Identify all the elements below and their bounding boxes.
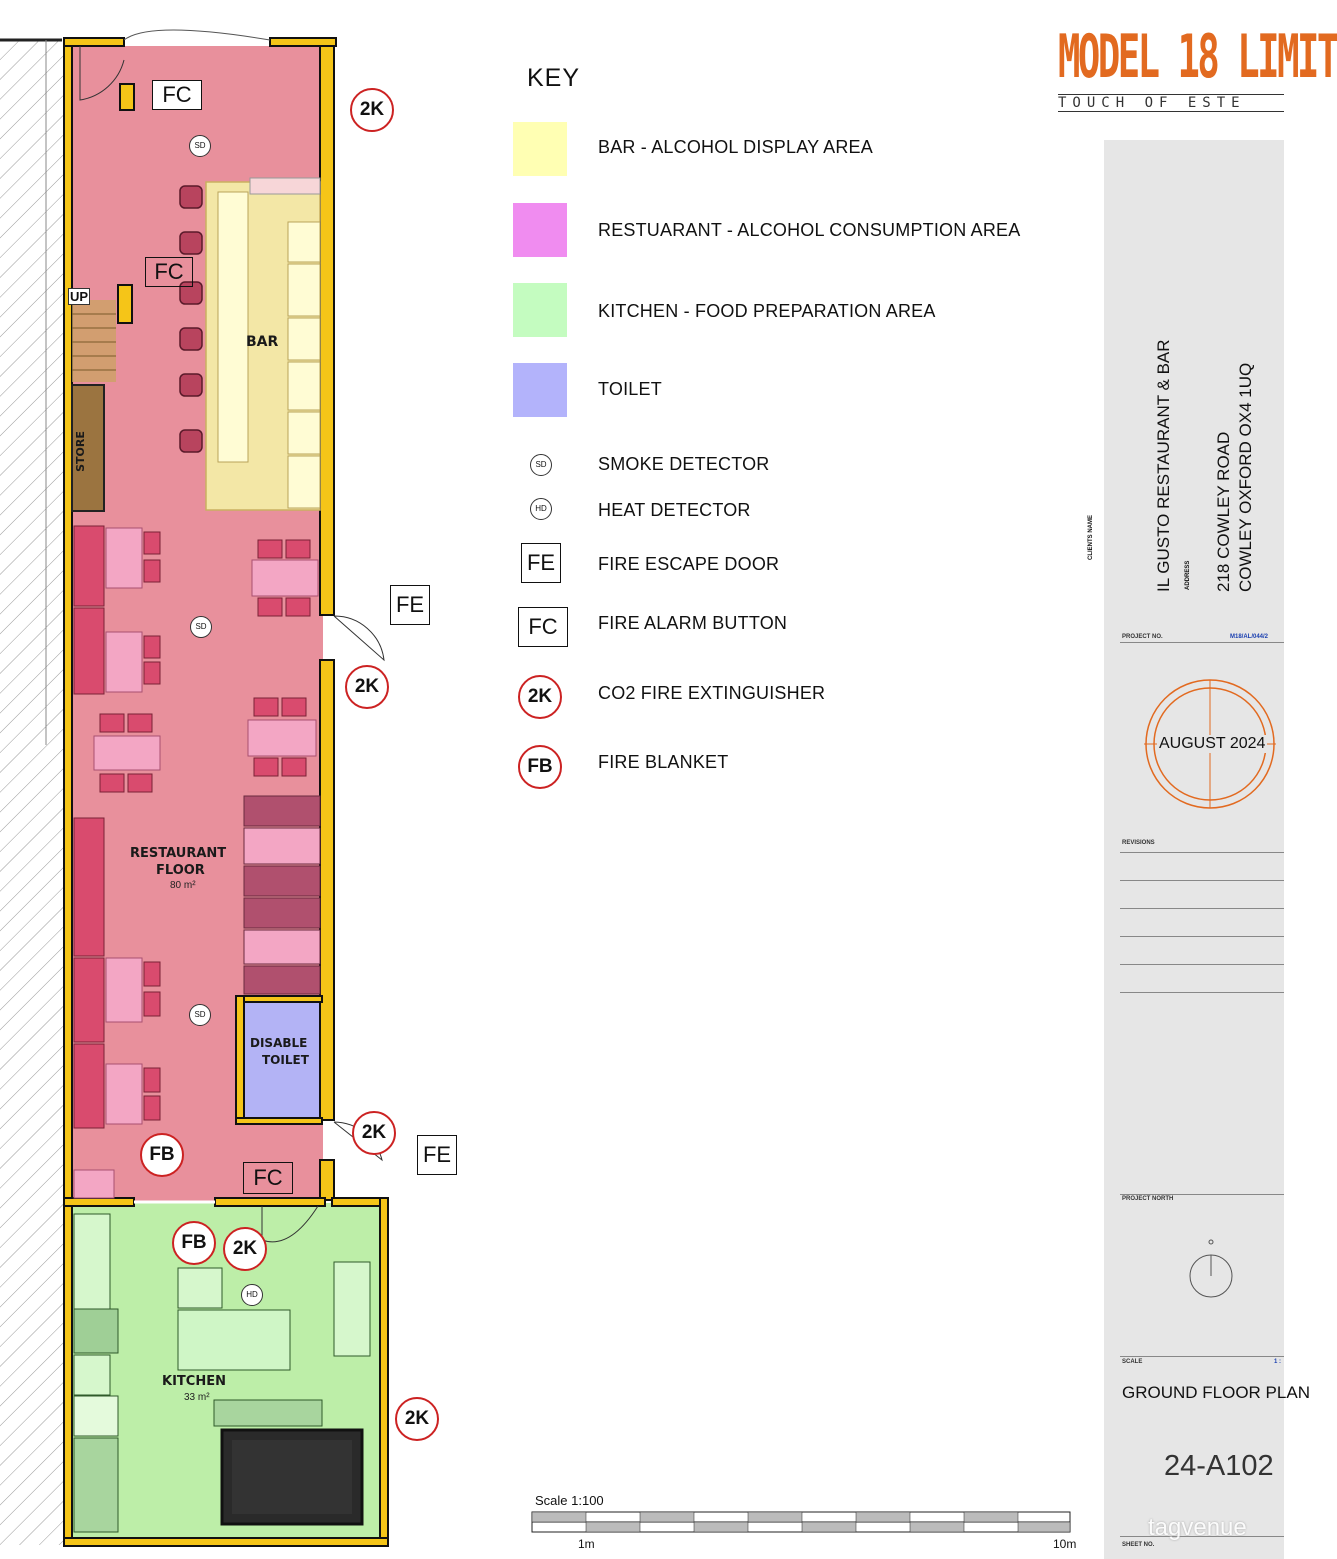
left-banquette (73, 525, 105, 1129)
fire-escape-door-icon: FE (390, 585, 430, 625)
toilet-swatch (513, 363, 567, 417)
key-label-smoke-detector: SMOKE DETECTOR (598, 454, 770, 474)
divider (1120, 908, 1284, 909)
key-label-fire-alarm: FIRE ALARM BUTTON (598, 613, 788, 633)
fire-escape-door-icon: FE (417, 1135, 457, 1175)
toilet-label-2: TOILET (262, 1053, 309, 1067)
key-title: KEY (527, 64, 581, 92)
title-block (1104, 140, 1284, 1559)
toilet-zone (244, 1002, 320, 1118)
restaurant-label-2: FLOOR (156, 863, 205, 878)
heat-detector-key-icon: HD (530, 498, 552, 520)
fire-alarm-button-icon: FC (152, 80, 202, 110)
key-label-toilet: TOILET (598, 379, 662, 399)
address-caption: ADDRESS (1185, 560, 1191, 590)
store-label: STORE (73, 431, 87, 472)
co2-extinguisher-icon: 2K (352, 1111, 396, 1155)
scale-value: 1 : (1274, 1359, 1282, 1365)
bar-label: BAR (246, 334, 279, 350)
drawing-title: GROUND FLOOR PLAN (1122, 1383, 1310, 1402)
store-room (71, 384, 105, 512)
logo-main: MODEL 18 LIMIT (1058, 22, 1337, 92)
divider (1120, 936, 1284, 937)
kitchen-area: 33 m² (184, 1392, 210, 1403)
sheet-caption: SHEET NO. (1122, 1542, 1155, 1548)
bar-stools (179, 185, 203, 453)
project-no-caption: PROJECT NO. (1122, 634, 1163, 640)
revisions-caption: REVISIONS (1122, 840, 1155, 846)
co2-extinguisher-key-icon: 2K (518, 675, 562, 719)
divider (1120, 992, 1284, 993)
fire-escape-door-key-icon: FE (521, 543, 561, 583)
restaurant-swatch (513, 203, 567, 257)
fire-alarm-button-key-icon: FC (518, 607, 568, 647)
client-name: IL GUSTO RESTAURANT & BAR (1154, 339, 1173, 592)
stamp-date: AUGUST 2024 (1157, 735, 1268, 753)
north-arrow-icon (1189, 1239, 1233, 1298)
scale-end: 10m (1053, 1537, 1077, 1551)
key-label-co2: CO2 FIRE EXTINGUISHER (598, 683, 826, 703)
address-line-2: COWLEY OXFORD OX4 1UQ (1236, 362, 1255, 592)
scale-caption: SCALE (1122, 1359, 1143, 1365)
project-no: M18/AL/044/2 (1230, 634, 1269, 640)
drawing-number: 24-A102 (1164, 1450, 1274, 1482)
divider (1120, 1536, 1284, 1537)
divider (1120, 964, 1284, 965)
dining-chairs (99, 531, 311, 1121)
scale-start: 1m (578, 1537, 595, 1551)
co2-extinguisher-icon: 2K (345, 665, 389, 709)
divider (1120, 880, 1284, 881)
kitchen-label: KITCHEN (162, 1374, 226, 1389)
divider (1120, 642, 1284, 643)
fire-blanket-icon: FB (140, 1133, 184, 1177)
fire-blanket-icon: FB (172, 1221, 216, 1265)
fire-blanket-key-icon: FB (518, 745, 562, 789)
key-label-fire-blanket: FIRE BLANKET (598, 752, 729, 772)
co2-extinguisher-icon: 2K (350, 88, 394, 132)
project-north-caption: PROJECT NORTH (1122, 1196, 1174, 1202)
key-label-heat-detector: HEAT DETECTOR (598, 500, 751, 520)
bar-swatch (513, 122, 567, 176)
neighbour-hatch (0, 40, 64, 1545)
key-label-restaurant: RESTUARANT - ALCOHOL CONSUMPTION AREA (598, 220, 1021, 240)
heat-detector-icon: HD (241, 1284, 263, 1306)
kitchen-swatch (513, 283, 567, 337)
client-caption: CLIENTS NAME (1088, 515, 1094, 560)
up-label: UP (68, 288, 91, 305)
key-label-fire-escape: FIRE ESCAPE DOOR (598, 554, 780, 574)
fire-alarm-button-icon: FC (145, 257, 193, 287)
ground-floor-plan (0, 29, 389, 1547)
dining-tables (73, 527, 319, 1199)
logo-sub: TOUCH OF ESTE (1058, 94, 1284, 112)
smoke-detector-key-icon: SD (530, 454, 552, 476)
smoke-detector-icon: SD (190, 616, 212, 638)
restaurant-label-1: RESTAURANT (130, 846, 227, 861)
company-logo: MODEL 18 LIMIT TOUCH OF ESTE (1058, 22, 1337, 122)
watermark: tagvenue (1148, 1514, 1247, 1541)
smoke-detector-icon: SD (189, 135, 211, 157)
fire-alarm-button-icon: FC (243, 1162, 293, 1194)
co2-extinguisher-icon: 2K (223, 1227, 267, 1271)
restaurant-area: 80 m² (170, 880, 196, 891)
key-label-bar: BAR - ALCOHOL DISPLAY AREA (598, 137, 873, 157)
divider (1120, 1356, 1284, 1357)
divider (1120, 1194, 1284, 1195)
scale-label: Scale 1:100 (535, 1493, 604, 1508)
toilet-label-1: DISABLE (250, 1036, 308, 1050)
smoke-detector-icon: SD (189, 1004, 211, 1026)
address-line-1: 218 COWLEY ROAD (1214, 431, 1233, 592)
scale-bar (531, 1511, 1071, 1533)
divider (1120, 852, 1284, 853)
right-booths (243, 795, 321, 995)
co2-extinguisher-icon: 2K (395, 1397, 439, 1441)
key-label-kitchen: KITCHEN - FOOD PREPARATION AREA (598, 301, 936, 321)
kitchen-equipment (73, 1213, 371, 1533)
